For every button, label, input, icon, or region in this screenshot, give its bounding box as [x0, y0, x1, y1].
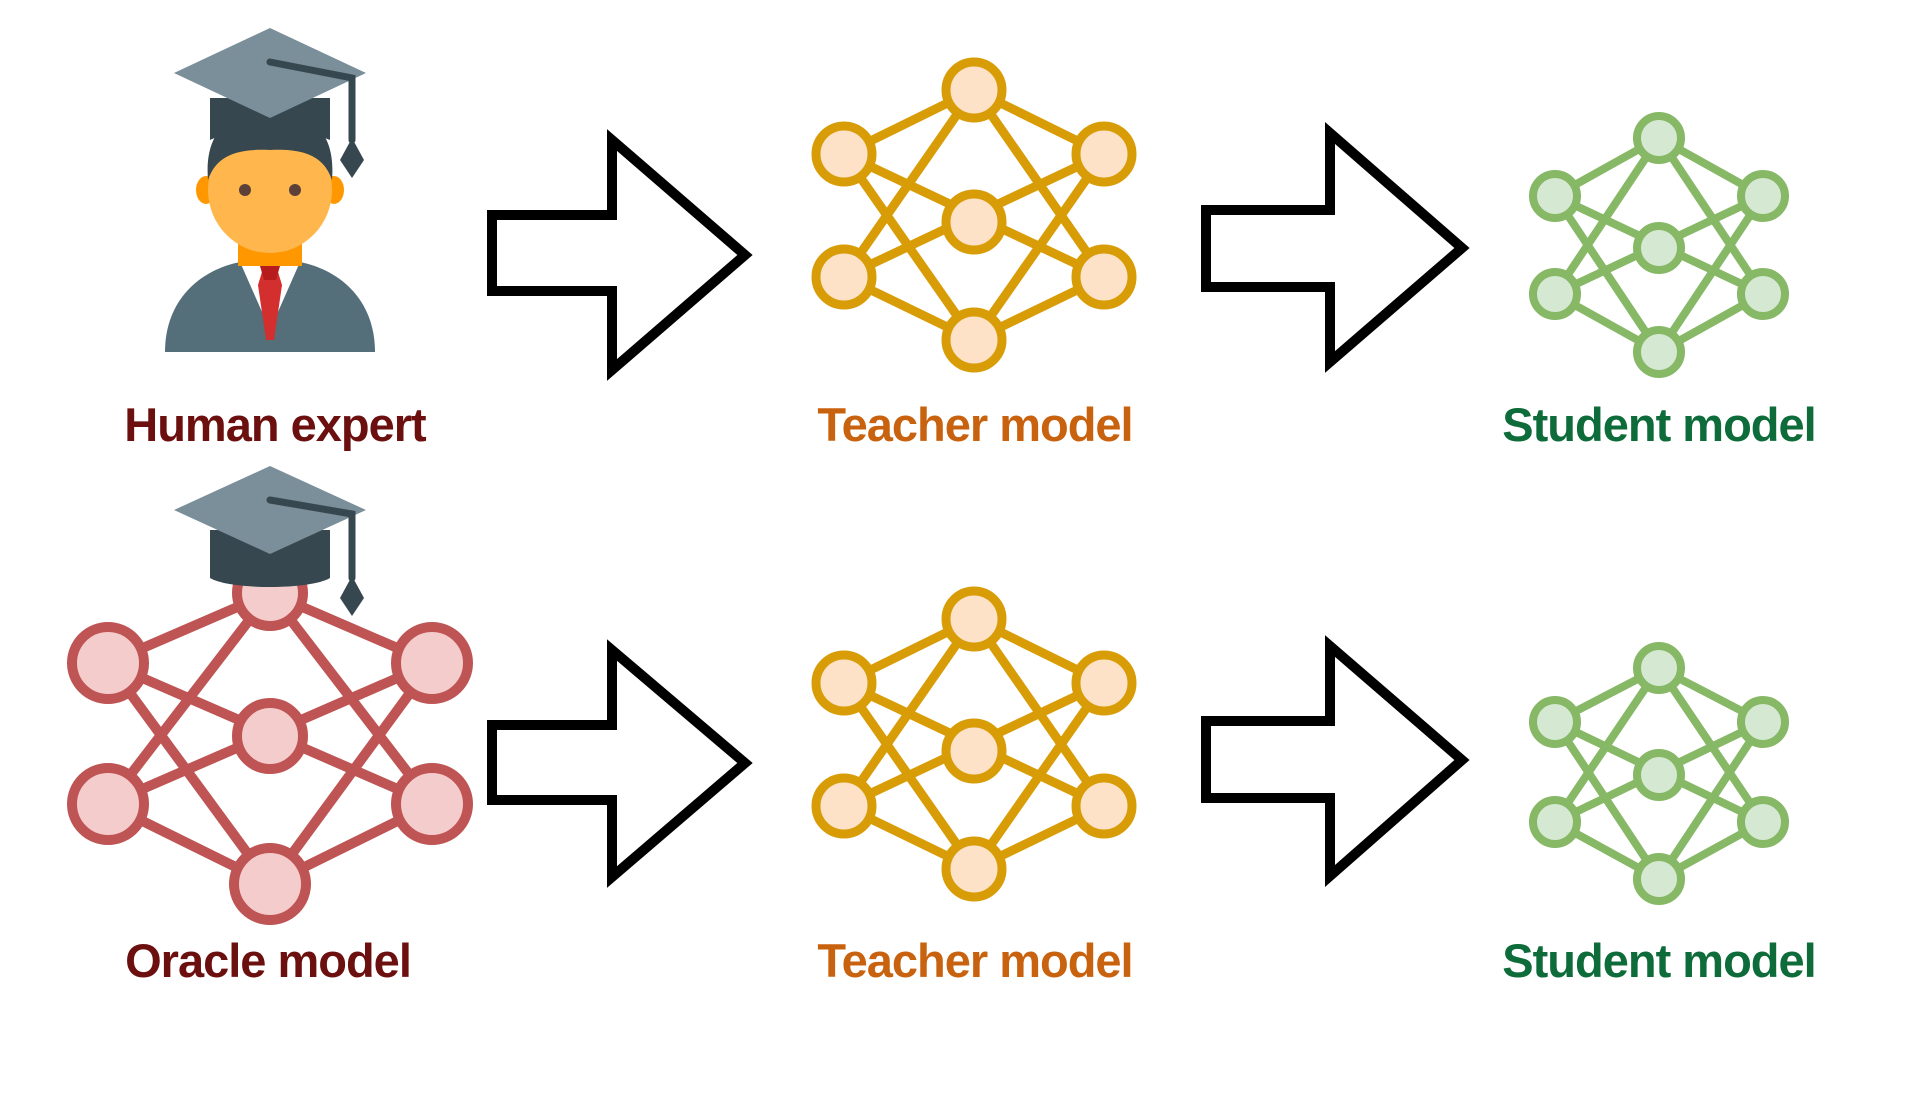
- teacher-label: Teacher model: [817, 934, 1132, 987]
- graduate-person-icon: [165, 28, 375, 352]
- source-label: Human expert: [124, 398, 427, 451]
- arrow-icon: [487, 129, 753, 381]
- teacher-network-icon: [811, 586, 1137, 902]
- student-label: Student model: [1502, 398, 1815, 451]
- student-network-icon: [1529, 642, 1789, 905]
- teacher-label: Teacher model: [817, 398, 1132, 451]
- arrow-icon: [1201, 635, 1470, 888]
- student-network-icon: [1529, 112, 1789, 378]
- graduate-neural-network-icon: [67, 466, 473, 925]
- source-label: Oracle model: [125, 934, 411, 987]
- arrow-icon: [1201, 122, 1470, 373]
- arrow-icon: [487, 639, 753, 888]
- teacher-network-icon: [811, 57, 1137, 373]
- student-label: Student model: [1502, 934, 1815, 987]
